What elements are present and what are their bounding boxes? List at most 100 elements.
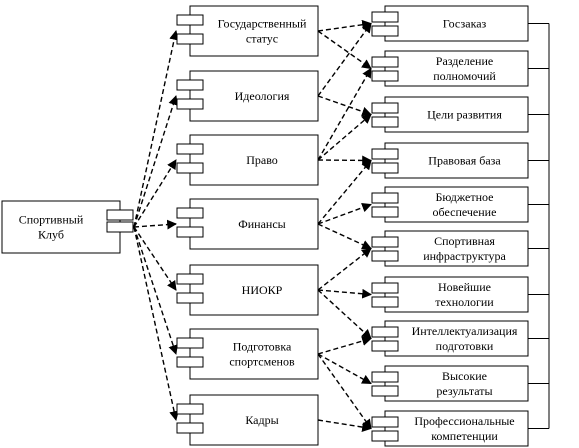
port-tab <box>106 209 134 221</box>
port-tab <box>371 192 399 204</box>
component-box <box>189 5 319 57</box>
component-pbaza: Правовая база <box>371 142 529 179</box>
arrow-kadry-prof <box>317 419 372 432</box>
component-label: Интеллектуализация <box>412 324 518 338</box>
component-label: компетенции <box>431 429 498 443</box>
dependency-arrows <box>133 19 372 432</box>
component-box <box>384 186 529 223</box>
port-tab <box>371 11 399 23</box>
port-tab <box>371 148 399 160</box>
arrow-pravo-celi <box>317 113 372 161</box>
arrow-niokr-intel <box>317 289 372 340</box>
port-tab <box>371 102 399 114</box>
component-celi: Цели развития <box>371 96 529 133</box>
component-box <box>189 134 319 186</box>
component-ideo: Идеология <box>176 70 319 122</box>
port-tab <box>176 79 204 91</box>
component-label: Цели развития <box>427 108 502 122</box>
port-tab <box>106 221 134 233</box>
component-niokr: НИОКР <box>176 264 319 316</box>
arrow-club-podg <box>133 226 178 355</box>
component-pravo: Право <box>176 134 319 186</box>
port-tab <box>371 25 399 37</box>
component-fin: Финансы <box>176 198 319 250</box>
component-box <box>189 328 319 380</box>
port-tab <box>176 33 204 45</box>
arrow-gos-goszakaz <box>317 19 372 32</box>
arrow-pravo-razd <box>317 67 372 161</box>
port-tab <box>176 226 204 238</box>
component-box <box>384 276 529 313</box>
component-label: Профессиональные <box>414 414 514 428</box>
arrow-podg-prof <box>317 353 372 430</box>
component-label: Государственный <box>218 17 307 31</box>
component-box <box>189 198 319 250</box>
component-label: обеспечение <box>433 205 497 219</box>
component-label: Новейшие <box>438 280 491 294</box>
port-tab <box>176 292 204 304</box>
arrow-fin-infra <box>317 223 372 250</box>
component-box <box>189 264 319 316</box>
port-tab <box>371 250 399 262</box>
arrow-club-niokr <box>133 226 177 291</box>
port-tab <box>371 70 399 82</box>
port-tab <box>371 296 399 308</box>
component-box <box>1 200 121 254</box>
port-tab <box>176 337 204 349</box>
component-kadry: Кадры <box>176 394 319 446</box>
component-label: Финансы <box>238 217 285 231</box>
component-label: НИОКР <box>242 283 283 297</box>
port-tab <box>371 236 399 248</box>
component-label: Спортивный <box>19 213 84 227</box>
component-label: Разделение <box>436 54 493 68</box>
port-tab <box>176 143 204 155</box>
arrow-pravo-pbaza <box>317 155 372 166</box>
port-tab <box>371 430 399 442</box>
arrow-niokr-infra <box>317 247 372 291</box>
component-label: Правовая база <box>428 154 501 168</box>
arrow-gos-razd <box>317 30 372 70</box>
port-tab <box>176 403 204 415</box>
component-goszakaz: Госзаказ <box>371 5 529 42</box>
component-box <box>189 394 319 446</box>
port-tab <box>371 385 399 397</box>
port-tab <box>371 56 399 68</box>
port-tab <box>176 356 204 368</box>
component-label: Право <box>246 153 278 167</box>
component-label: Клуб <box>38 228 64 242</box>
port-tab <box>371 371 399 383</box>
component-label: полномочий <box>433 69 496 83</box>
component-label: инфраструктура <box>423 249 506 263</box>
arrow-podg-vys <box>317 353 372 385</box>
component-label: Высокие <box>442 369 487 383</box>
arrow-fin-pbaza <box>317 159 372 225</box>
component-label: спортсменов <box>229 355 295 369</box>
port-tab <box>371 282 399 294</box>
component-box <box>384 230 529 267</box>
component-label: Спортивная <box>434 234 495 248</box>
component-box <box>384 96 529 133</box>
arrow-club-pravo <box>133 159 177 228</box>
component-label: статус <box>246 32 278 46</box>
port-tab <box>371 206 399 218</box>
port-tab <box>371 340 399 352</box>
component-box <box>384 365 529 402</box>
arrow-club-kadry <box>133 226 179 421</box>
component-box <box>189 70 319 122</box>
component-label: Кадры <box>245 413 278 427</box>
arrow-ideo-celi <box>317 95 372 117</box>
arrow-club-fin <box>133 219 177 230</box>
port-tab <box>371 116 399 128</box>
port-tab <box>176 273 204 285</box>
